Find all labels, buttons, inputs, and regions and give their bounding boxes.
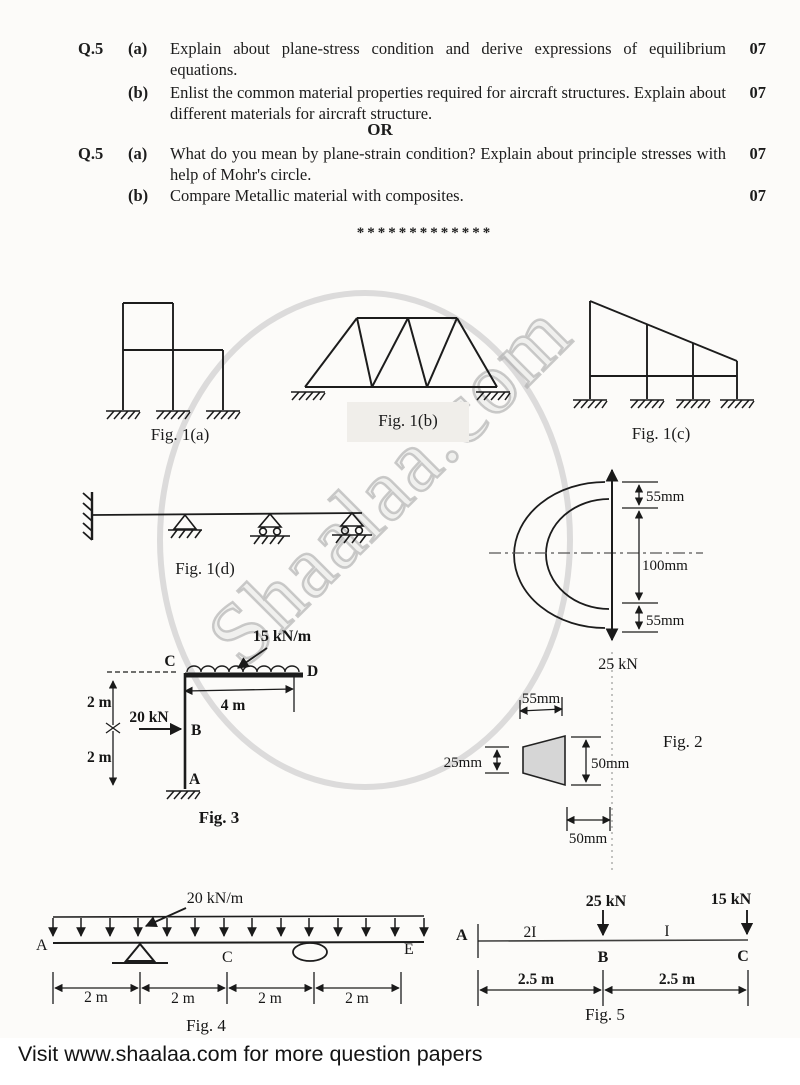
fig5-inertia-ab: 2I bbox=[524, 924, 537, 941]
fig-2-caption: Fig. 2 bbox=[663, 732, 703, 751]
fig4-dimension-lines bbox=[52, 972, 402, 1004]
question-part-label: (a) bbox=[128, 39, 148, 58]
question-part-label: (b) bbox=[128, 83, 149, 102]
fig-4-labels: 20 kN/m A C E 2 m 2 m 2 m 2 m Fig. 4 bbox=[36, 890, 414, 1035]
question-row: (b) Compare Metallic material with compo… bbox=[78, 185, 766, 206]
fig3-dim-span: 4 m bbox=[221, 697, 246, 714]
fig3-node-d: D bbox=[307, 663, 318, 680]
fig2-section-left-label: 25mm bbox=[444, 755, 483, 771]
fig4-dim-2: 2 m bbox=[171, 990, 195, 1007]
fig4-node-a: A bbox=[36, 937, 48, 954]
fig4-udl-arrows bbox=[48, 918, 429, 937]
fig4-dim-1: 2 m bbox=[84, 989, 108, 1006]
fig-1d-caption: Fig. 1(d) bbox=[175, 559, 235, 578]
fig3-udl-scallops bbox=[186, 665, 300, 673]
fig-1d-beam-drawing bbox=[82, 492, 373, 545]
question-number: Q.5 bbox=[78, 144, 104, 163]
fig-5-beam-drawing bbox=[477, 910, 754, 1006]
fig4-node-e: E bbox=[404, 941, 414, 958]
or-separator: OR bbox=[367, 120, 393, 139]
fig5-inertia-bc: I bbox=[664, 923, 669, 940]
fig-3-frame-drawing bbox=[105, 647, 303, 800]
fig5-load-c-label: 15 kN bbox=[711, 891, 752, 908]
fig-3-labels: 15 kN/m 20 kN C D B A 2 m 2 m 4 m Fig. 3 bbox=[87, 628, 318, 827]
fig-2-labels: 55mm 100mm 55mm 25 kN 55mm 25mm 50mm 50m… bbox=[444, 489, 703, 847]
marks-badge: 07 bbox=[749, 186, 767, 205]
fig2-section-width-label: 55mm bbox=[522, 691, 561, 707]
question-row: Q.5 (a) Explain about plane-stress condi… bbox=[78, 38, 766, 80]
fig5-dimension-lines bbox=[477, 970, 749, 1006]
fig-4-beam-drawing bbox=[48, 907, 429, 1004]
fig5-node-b: B bbox=[598, 949, 609, 966]
question-part-label: (b) bbox=[128, 186, 149, 205]
watermark-ring bbox=[157, 290, 573, 790]
fig2-dim-top-label: 55mm bbox=[646, 489, 685, 505]
fig4-roller-support bbox=[292, 942, 328, 962]
fig-3-caption: Fig. 3 bbox=[199, 808, 240, 827]
fig3-dim-lower: 2 m bbox=[87, 749, 112, 766]
footer-link-text[interactable]: Visit www.shaalaa.com for more question … bbox=[18, 1042, 483, 1066]
fig5-dim-bc: 2.5 m bbox=[659, 971, 695, 988]
question-text: What do you mean by plane-strain conditi… bbox=[170, 144, 726, 184]
question-part-label: (a) bbox=[128, 144, 148, 163]
question-row: (b) Enlist the common material propertie… bbox=[78, 82, 766, 124]
question-number: Q.5 bbox=[78, 39, 104, 58]
fig4-pin-support bbox=[123, 942, 157, 962]
question-text: Explain about plane-stress condition and… bbox=[170, 39, 726, 79]
fig3-udl-label: 15 kN/m bbox=[253, 628, 312, 645]
fig2-dim-bottom-label: 55mm bbox=[646, 613, 685, 629]
fig-1b-truss-drawing bbox=[290, 317, 511, 401]
fig4-dim-3: 2 m bbox=[258, 990, 282, 1007]
fig-1c-frame-drawing bbox=[572, 300, 755, 409]
fig3-dim-upper: 2 m bbox=[87, 694, 112, 711]
fig-1a-frame-drawing bbox=[105, 302, 241, 420]
fig4-dim-4: 2 m bbox=[345, 990, 369, 1007]
fig2-load-label: 25 kN bbox=[598, 656, 638, 673]
fig-4-caption: Fig. 4 bbox=[186, 1016, 226, 1035]
fig2-section-offset-label: 50mm bbox=[569, 831, 608, 847]
fig-1a-caption: Fig. 1(a) bbox=[151, 425, 210, 444]
fig3-point-load-label: 20 kN bbox=[129, 709, 168, 726]
question-text: Enlist the common material properties re… bbox=[170, 83, 726, 123]
fig5-load-b-label: 25 kN bbox=[586, 893, 627, 910]
fig4-udl-label: 20 kN/m bbox=[187, 890, 244, 907]
marks-badge: 07 bbox=[749, 83, 767, 102]
fig-2-section-drawing bbox=[485, 468, 703, 870]
end-of-questions-separator: ************* bbox=[356, 225, 494, 241]
question-text: Compare Metallic material with composite… bbox=[170, 186, 464, 205]
fig-1c-caption: Fig. 1(c) bbox=[632, 424, 691, 443]
fig2-section-right-label: 50mm bbox=[591, 756, 630, 772]
marks-badge: 07 bbox=[749, 39, 767, 58]
fig4-node-c: C bbox=[222, 949, 233, 966]
marks-badge: 07 bbox=[749, 144, 767, 163]
fig-1b-caption-background bbox=[347, 402, 469, 442]
fig5-node-c: C bbox=[737, 948, 749, 965]
fig3-node-a: A bbox=[189, 771, 201, 788]
fig-1b-caption: Fig. 1(b) bbox=[378, 411, 438, 430]
fig2-dim-mid-label: 100mm bbox=[642, 558, 688, 574]
fig-5-caption: Fig. 5 bbox=[585, 1005, 625, 1024]
fig3-node-b: B bbox=[191, 722, 201, 739]
fig5-node-a: A bbox=[456, 927, 468, 944]
question-row: Q.5 (a) What do you mean by plane-strain… bbox=[78, 143, 766, 185]
fig-5-labels: 25 kN 15 kN A B C 2I I 2.5 m 2.5 m Fig. … bbox=[456, 891, 752, 1024]
fig-2-trapezoid-section bbox=[522, 734, 566, 787]
fig5-dim-ab: 2.5 m bbox=[518, 971, 554, 988]
fig3-node-c: C bbox=[164, 653, 175, 670]
